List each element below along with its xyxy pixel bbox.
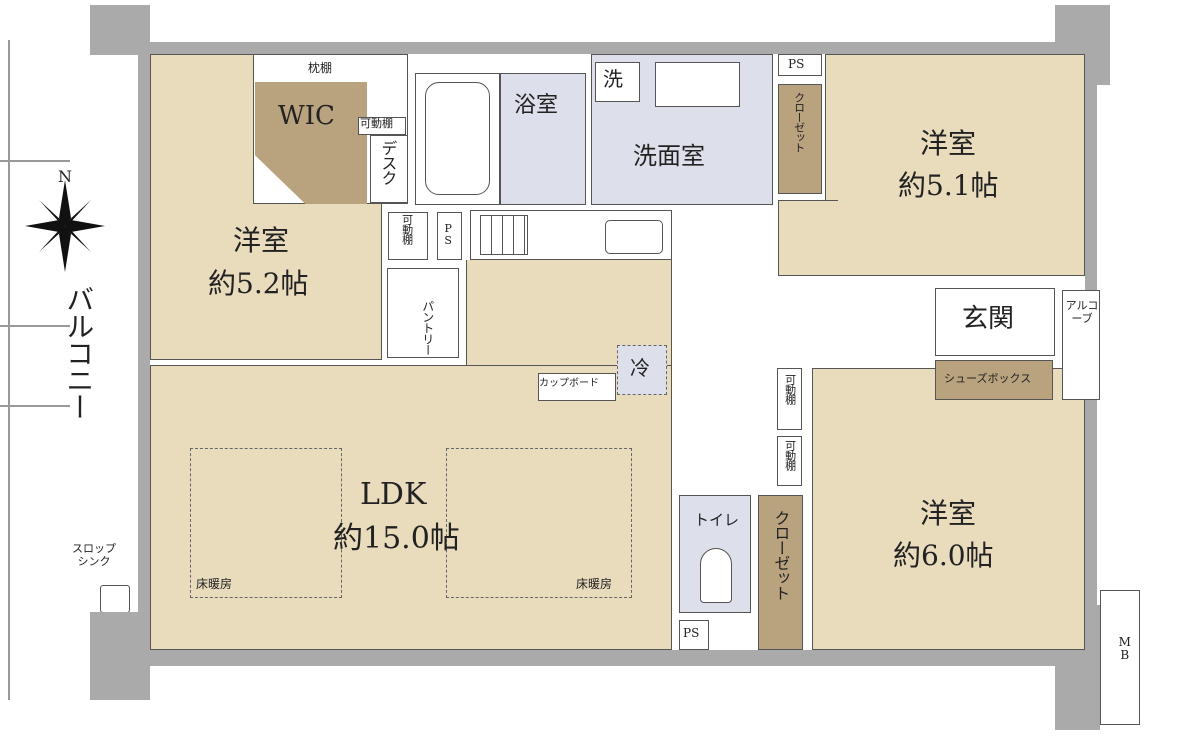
toilet-label: トイレ <box>694 511 740 529</box>
alcove <box>1062 290 1100 400</box>
floor-heating-1-label: 床暖房 <box>196 577 233 591</box>
hall-shelf-1-label: 可動棚 <box>783 374 797 404</box>
toilet-ps <box>679 620 709 650</box>
hall-movable-shelf-2 <box>777 436 802 486</box>
room-western-6-0 <box>812 368 1085 650</box>
wall-top <box>90 42 1100 54</box>
movable-shelf <box>358 117 406 135</box>
fridge-label: 冷 <box>630 356 650 380</box>
meter-box-label: MB <box>1117 635 1132 661</box>
stove-icon <box>480 215 528 255</box>
wall-corner-tl <box>90 5 150 55</box>
closet-6-0-label: クローゼット <box>771 510 791 600</box>
western-5-1-name: 洋室 <box>920 127 977 160</box>
bathtub-icon <box>425 82 490 195</box>
desk-label: デスク <box>378 140 398 185</box>
toilet-ps-label: PS <box>683 626 700 640</box>
floor-heating-1 <box>190 448 342 598</box>
washroom-label: 洗面室 <box>633 142 705 170</box>
shoebox-label: シューズボックス <box>944 372 1032 385</box>
wic-label: WIC <box>278 101 335 131</box>
sink-icon <box>605 220 663 254</box>
hall-movable-shelf-1 <box>777 368 802 430</box>
compass-icon: N <box>25 167 105 278</box>
desk <box>370 135 408 203</box>
wall-corner-bl <box>90 612 150 700</box>
wall-bottom <box>90 650 1100 666</box>
western-5-2-size: 約5.2帖 <box>208 267 309 300</box>
shoebox <box>935 360 1053 400</box>
alcove-label: アルコーブ <box>1065 299 1099 325</box>
cupboard <box>538 373 616 401</box>
kitchen-movable-shelf <box>388 212 428 260</box>
ps-box <box>778 54 822 76</box>
slop-sink-icon <box>100 585 130 613</box>
floor-heating-2 <box>446 448 632 598</box>
kitchen-ps-label: PS <box>441 222 455 246</box>
western-5-1-size: 約5.1帖 <box>898 169 999 202</box>
closet-5-1 <box>778 84 822 194</box>
meter-box <box>1100 590 1140 725</box>
wic-shelf-label: 枕棚 <box>308 61 333 75</box>
movable-shelf-label: 可動棚 <box>360 117 393 130</box>
room-bath <box>500 73 586 205</box>
balcony-label: バルコニー <box>62 285 96 420</box>
pantry-label: パントリー <box>420 300 435 355</box>
floor-heating-2-label: 床暖房 <box>576 577 613 591</box>
bath-label: 浴室 <box>514 93 559 118</box>
room-ldk <box>150 365 672 650</box>
cupboard-label: カップボード <box>539 378 599 389</box>
ldk-size: 約15.0帖 <box>333 521 460 556</box>
entrance <box>935 288 1055 356</box>
wall-left <box>138 52 150 612</box>
toilet-icon <box>700 548 732 603</box>
slop-sink-label: スロップシンク <box>72 542 116 568</box>
ps-label: PS <box>788 57 805 71</box>
hall-shelf-2-label: 可動棚 <box>783 440 797 470</box>
washer-label: 洗 <box>603 67 623 91</box>
closet-5-1-label: クローゼット <box>792 92 806 152</box>
kitchen-shelf-label: 可動棚 <box>400 214 414 244</box>
entrance-label: 玄関 <box>962 304 1015 334</box>
ldk-name: LDK <box>360 477 427 512</box>
room-western-5-1-entry <box>778 200 838 276</box>
washer-space <box>595 62 640 102</box>
kitchen-ps <box>437 212 462 260</box>
western-6-0-size: 約6.0帖 <box>893 539 994 572</box>
wash-basin <box>655 62 740 107</box>
pantry <box>387 268 459 358</box>
western-6-0-name: 洋室 <box>920 497 977 530</box>
room-western-5-1 <box>825 54 1085 276</box>
fridge-space <box>617 345 667 395</box>
closet-6-0 <box>758 495 803 650</box>
western-5-2-name: 洋室 <box>233 224 290 257</box>
